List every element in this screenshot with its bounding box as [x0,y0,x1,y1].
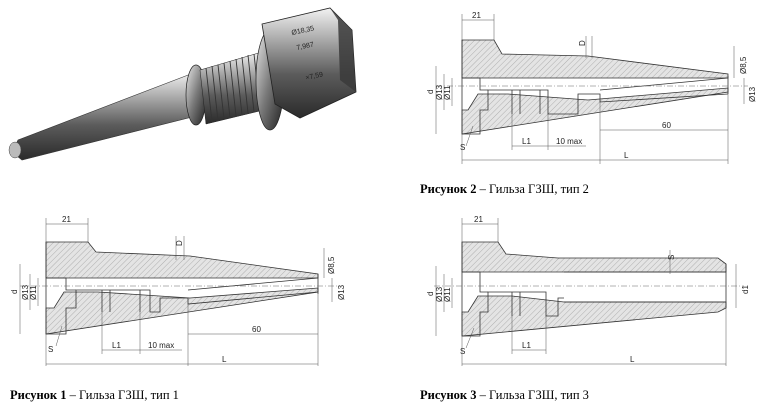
dim-tip-13: Ø13 [337,284,346,300]
dim-60: 60 [252,325,261,334]
dim-d11: Ø11 [29,285,38,300]
dim-d13: Ø13 [435,84,444,100]
dim-tip-d: Ø8,5 [327,256,336,274]
dim-d13: Ø13 [435,286,444,302]
dim-D: D [175,240,184,246]
dim-D: D [578,40,587,46]
drawing-type-1: 21 D Ø8,5 Ø13 d Ø13 Ø11 S L1 10 max 60 L [10,215,346,366]
dim-21: 21 [472,11,481,20]
caption-figure-3: Рисунок 3 – Гильза ГЗШ, тип 3 [420,388,589,403]
engraving-3: ×7,59 [305,71,324,82]
label-S: S [460,143,465,152]
caption-figure-1: Рисунок 1 – Гильза ГЗШ, тип 1 [10,388,179,403]
thermowell-photo: Ø18,35 7,987 ×7,59 [8,7,357,161]
dim-L1: L1 [522,137,531,146]
caption-figure-2-text: – Гильза ГЗШ, тип 2 [476,182,589,196]
dim-21: 21 [62,215,71,224]
dim-L: L [630,355,635,364]
caption-figure-3-prefix: Рисунок 3 [420,388,477,402]
dim-d: d [10,290,19,294]
label-S: S [460,347,465,356]
dim-d1: d1 [741,285,750,294]
dim-L1: L1 [522,341,531,350]
engraving-1: Ø18,35 [291,25,315,37]
dim-L1: L1 [112,341,121,350]
dim-60: 60 [662,121,671,130]
dim-d: d [426,292,435,296]
dim-10max: 10 max [556,137,582,146]
caption-figure-3-text: – Гильза ГЗШ, тип 3 [476,388,589,402]
dim-21: 21 [474,215,483,224]
caption-figure-2: Рисунок 2 – Гильза ГЗШ, тип 2 [420,182,589,197]
label-S: S [48,345,53,354]
caption-figure-1-text: – Гильза ГЗШ, тип 1 [66,388,179,402]
dim-d13: Ø13 [21,284,30,300]
caption-figure-2-prefix: Рисунок 2 [420,182,477,196]
dim-d: d [426,90,435,94]
dim-tip-13: Ø13 [748,86,757,102]
engraving-2: 7,987 [296,41,315,52]
drawing-type-3: 21 S d1 d Ø13 Ø11 S L1 L [426,215,750,366]
drawing-type-2: 21 D Ø8,5 Ø13 d Ø13 Ø11 S L1 10 max 60 L [426,11,757,164]
dim-tip-d: Ø8,5 [739,56,748,74]
label-S-top: S [667,255,676,260]
dim-L: L [624,151,629,160]
dim-10max: 10 max [148,341,174,350]
caption-figure-1-prefix: Рисунок 1 [10,388,67,402]
dim-L: L [222,355,227,364]
dim-d11: Ø11 [443,85,452,100]
dim-d11: Ø11 [443,287,452,302]
